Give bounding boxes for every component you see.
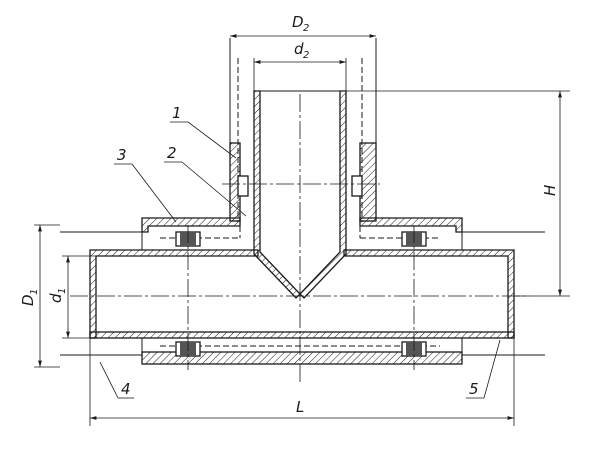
dimension-lines (34, 34, 570, 426)
branch-right-wall (299, 90, 347, 299)
centerlines (70, 94, 530, 382)
branch-left-wall (253, 90, 301, 299)
spacer-supports (175, 175, 427, 357)
callout-3: 3 (117, 146, 127, 164)
leader-lines (99, 121, 501, 399)
label-L: L (296, 398, 304, 416)
svg-text:2: 2 (303, 23, 309, 34)
shoulder-left (141, 217, 241, 233)
label-d1: d 1 (47, 288, 68, 303)
svg-text:D: D (292, 13, 304, 31)
main-pipe-left-wall (89, 249, 259, 339)
outer-casing (60, 38, 545, 365)
svg-text:1: 1 (57, 288, 68, 294)
svg-text:D: D (19, 294, 37, 306)
callout-2: 2 (167, 144, 177, 162)
svg-text:d: d (47, 293, 65, 303)
shoulder-right (359, 217, 463, 233)
callout-4: 4 (121, 380, 131, 398)
spacer-branch-left (237, 175, 249, 197)
main-pipe-bottom-wall (89, 331, 515, 339)
main-sleeve-bottom (141, 351, 463, 365)
label-D1: D 1 (19, 289, 40, 306)
label-D2: D 2 (292, 13, 309, 34)
label-d2: d 2 (294, 40, 309, 61)
label-H: H (541, 185, 559, 196)
callout-5: 5 (469, 380, 479, 398)
callout-1: 1 (172, 104, 182, 122)
svg-text:1: 1 (29, 289, 40, 295)
svg-text:d: d (294, 40, 304, 58)
svg-text:2: 2 (303, 50, 309, 61)
spacer-branch-right (351, 175, 363, 197)
main-pipe-right-wall (343, 249, 515, 339)
